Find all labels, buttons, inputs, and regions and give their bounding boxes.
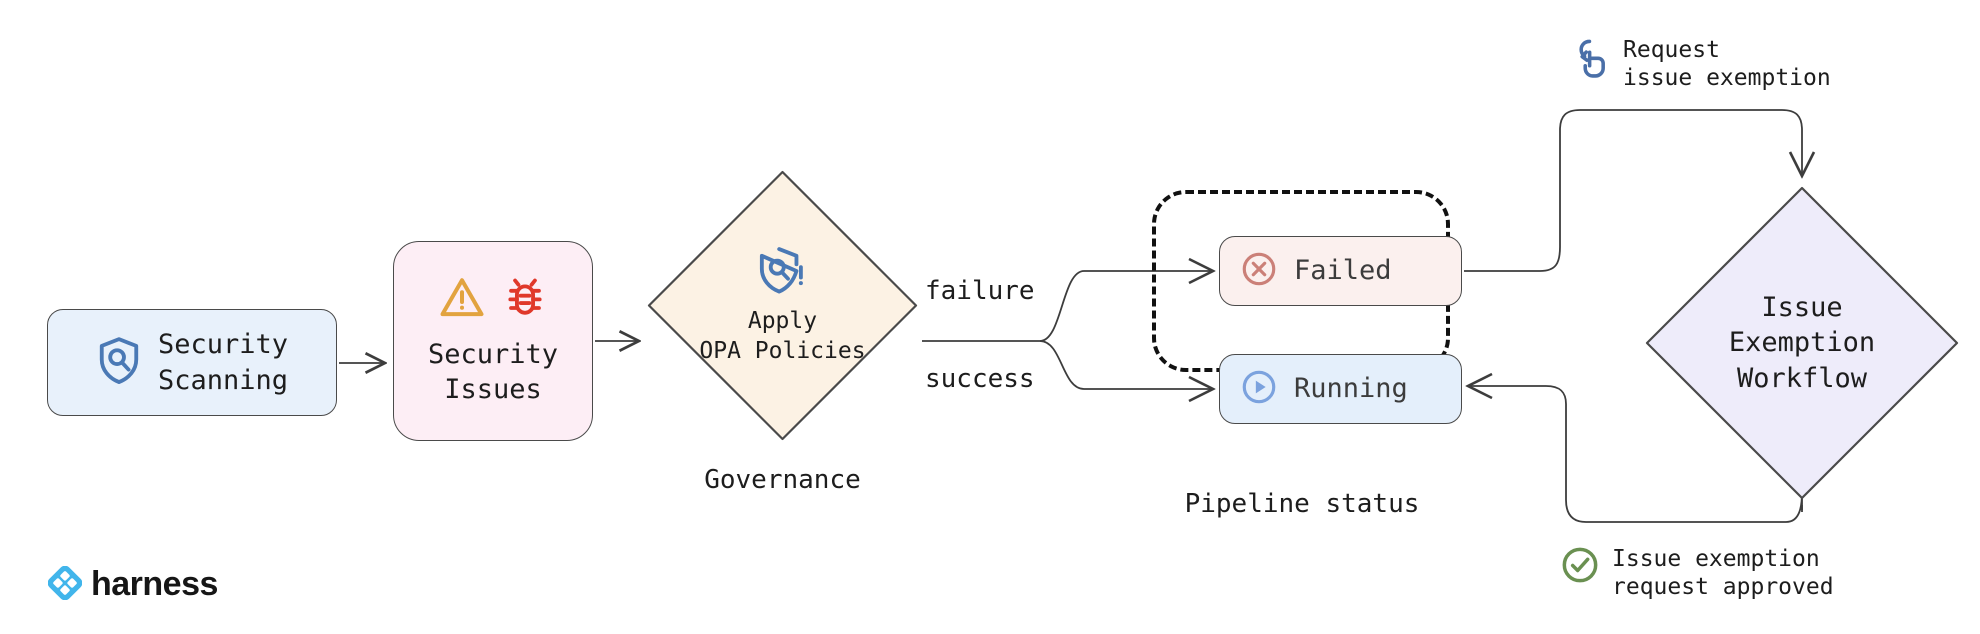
harness-logo: harness <box>47 565 218 604</box>
bug-icon <box>503 275 547 323</box>
diamond-shape <box>1645 186 1959 500</box>
play-circle-icon <box>1240 368 1278 410</box>
node-apply-opa-policies[interactable]: Apply OPA Policies <box>645 168 920 443</box>
node-running[interactable]: Running <box>1219 354 1462 424</box>
warning-triangle-icon <box>439 276 485 322</box>
governance-caption: Governance <box>704 465 861 495</box>
node-label: Failed <box>1294 255 1392 287</box>
annotation-request-issue-exemption: Request issue exemption <box>1573 36 1831 92</box>
node-label: Running <box>1294 373 1408 405</box>
pipeline-status-caption: Pipeline status <box>1184 489 1420 519</box>
harness-wordmark: harness <box>91 565 218 603</box>
click-hand-icon <box>1573 36 1611 84</box>
edge-label-success: success <box>925 364 1035 394</box>
node-security-issues[interactable]: Security Issues <box>393 241 593 441</box>
node-label: Security Issues <box>427 338 559 405</box>
x-circle-icon <box>1240 250 1278 292</box>
check-circle-icon <box>1560 545 1600 589</box>
node-issue-exemption-workflow[interactable]: Issue Exemption Workflow <box>1642 183 1962 503</box>
node-label: Issue Exemption Workflow <box>1728 292 1876 394</box>
annotation-issue-exemption-approved: Issue exemption request approved <box>1560 545 1834 601</box>
node-failed[interactable]: Failed <box>1219 236 1462 306</box>
node-security-scanning[interactable]: Security Scanning <box>47 309 337 416</box>
shield-alert-icon <box>758 245 808 301</box>
issue-icon-row <box>439 275 547 323</box>
harness-mark-icon <box>47 565 83 604</box>
node-label: Apply OPA Policies <box>699 307 866 364</box>
annotation-text: Request issue exemption <box>1623 37 1831 92</box>
shield-search-icon <box>96 336 142 390</box>
node-label: Security Scanning <box>157 329 289 396</box>
edge-label-failure: failure <box>925 276 1035 306</box>
diamond-shape <box>647 170 918 441</box>
annotation-text: Issue exemption request approved <box>1612 546 1834 601</box>
